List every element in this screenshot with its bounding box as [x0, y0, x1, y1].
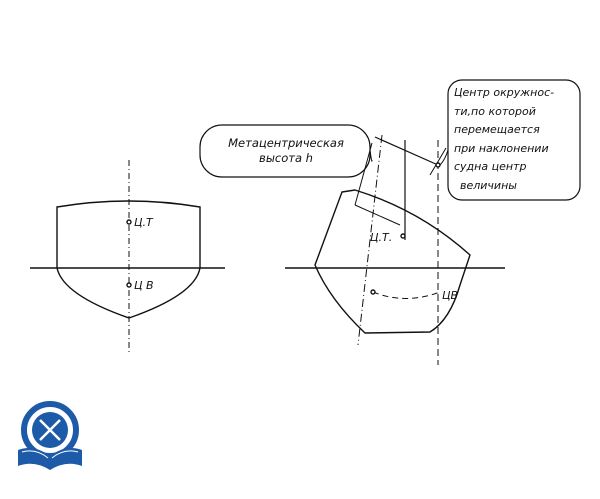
metacentric-height-dimension — [354, 142, 373, 206]
callout-line: перемещается — [454, 123, 540, 136]
callout-line: при наклонении — [454, 141, 549, 155]
callout-line: величины — [460, 178, 517, 192]
right-cb-label: ЦВ — [442, 289, 458, 302]
center-callout-box — [447, 79, 581, 201]
callout-line: судна центр — [454, 160, 527, 173]
callout-line: ти,по которой — [454, 104, 536, 118]
tilted-ship-axis — [357, 134, 383, 346]
right-ship-hull — [314, 189, 471, 334]
callout-line: Метацентрическая — [228, 136, 344, 150]
callout-line: высота h — [259, 151, 313, 165]
callout-line: Центр окружнос- — [454, 86, 555, 99]
left-cg-label: Ц.Т — [134, 216, 154, 229]
buoyancy-arc — [372, 291, 441, 299]
metacentric-line — [374, 136, 439, 166]
left-ship-hull — [56, 200, 201, 319]
right-cg-label: Ц.Т. — [370, 231, 392, 244]
left-cb-label: Ц В — [134, 279, 154, 292]
buoyancy-center-callout: Центр окружнос- ти,по которой перемещает… — [454, 84, 578, 195]
metacentric-height-callout: Метацентрическая высота h — [212, 136, 360, 166]
academy-logo — [18, 401, 82, 470]
